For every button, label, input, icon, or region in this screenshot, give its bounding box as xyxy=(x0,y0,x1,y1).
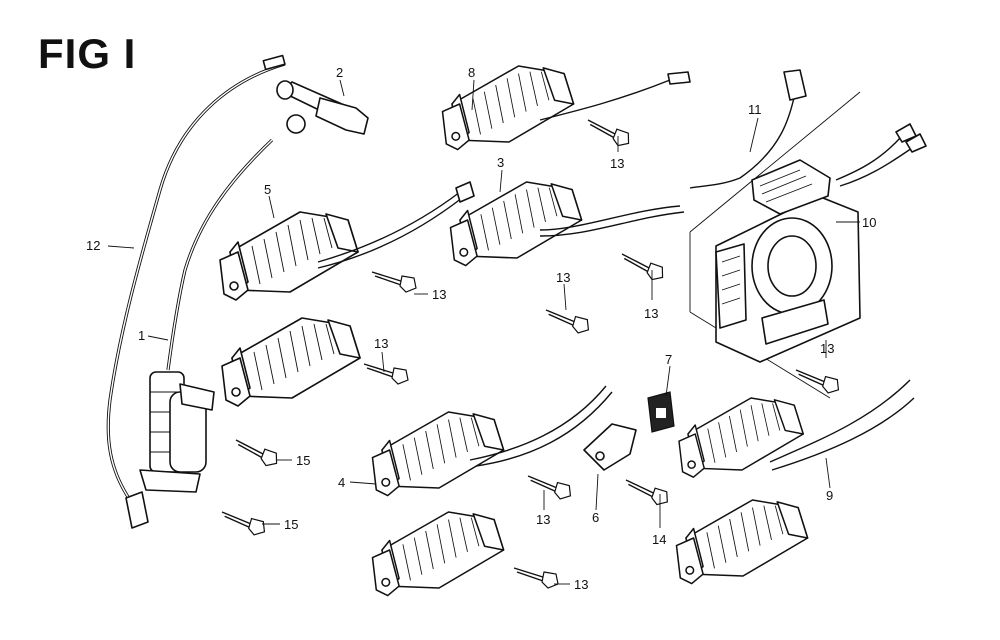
callout-13-f: 13 xyxy=(536,512,550,527)
callout-13-d: 13 xyxy=(644,306,658,321)
coil-9-lower xyxy=(675,499,809,585)
callout-10: 10 xyxy=(862,215,876,230)
callout-4: 4 xyxy=(338,475,345,490)
bolt-13-f xyxy=(525,475,573,501)
callout-13-e: 13 xyxy=(556,270,570,285)
harness-11 xyxy=(689,69,927,189)
callout-15-a: 15 xyxy=(296,453,310,468)
clip-7 xyxy=(647,391,675,433)
exciter-coil-assembly xyxy=(139,371,215,493)
callout-13-b: 13 xyxy=(374,336,388,351)
bolt-13-b xyxy=(363,363,409,385)
bolt-13-e xyxy=(543,309,591,335)
callout-13-h: 13 xyxy=(820,341,834,356)
spark-plug-cap xyxy=(276,80,369,135)
bolt-15-b xyxy=(219,511,267,537)
bolt-13-g xyxy=(513,567,559,589)
bracket-6 xyxy=(583,423,637,471)
figure-title: FIG I xyxy=(38,30,137,77)
wire-1 xyxy=(166,138,274,371)
coil-8 xyxy=(441,65,575,151)
leader-lines xyxy=(107,79,860,585)
bolt-13-d xyxy=(617,253,667,283)
lead-3 xyxy=(539,205,681,231)
callout-15-b: 15 xyxy=(284,517,298,532)
coil-bottom xyxy=(371,511,505,597)
callout-8: 8 xyxy=(468,65,475,80)
bolt-13-c xyxy=(583,119,633,149)
callout-6: 6 xyxy=(592,510,599,525)
callout-13-g: 13 xyxy=(574,577,588,592)
lead-8 xyxy=(539,79,671,121)
stator-plate xyxy=(689,91,861,399)
callout-1: 1 xyxy=(138,328,145,343)
callout-5: 5 xyxy=(264,182,271,197)
callout-2: 2 xyxy=(336,65,343,80)
wire-12 xyxy=(106,54,286,529)
callout-12: 12 xyxy=(86,238,100,253)
lead-5 xyxy=(317,191,461,263)
coil-4 xyxy=(371,411,505,497)
lead-9 xyxy=(769,379,911,463)
callout-3: 3 xyxy=(497,155,504,170)
callout-14: 14 xyxy=(652,532,666,547)
callout-11: 11 xyxy=(748,102,762,117)
callout-13-a: 13 xyxy=(432,287,446,302)
bolt-13-a xyxy=(371,271,417,293)
bolt-15-a xyxy=(231,439,281,469)
lead-4 xyxy=(469,385,607,461)
coil-upper-left xyxy=(221,317,361,407)
callout-9: 9 xyxy=(826,488,833,503)
callout-7: 7 xyxy=(665,352,672,367)
bolt-14 xyxy=(622,479,671,507)
callout-13-c: 13 xyxy=(610,156,624,171)
